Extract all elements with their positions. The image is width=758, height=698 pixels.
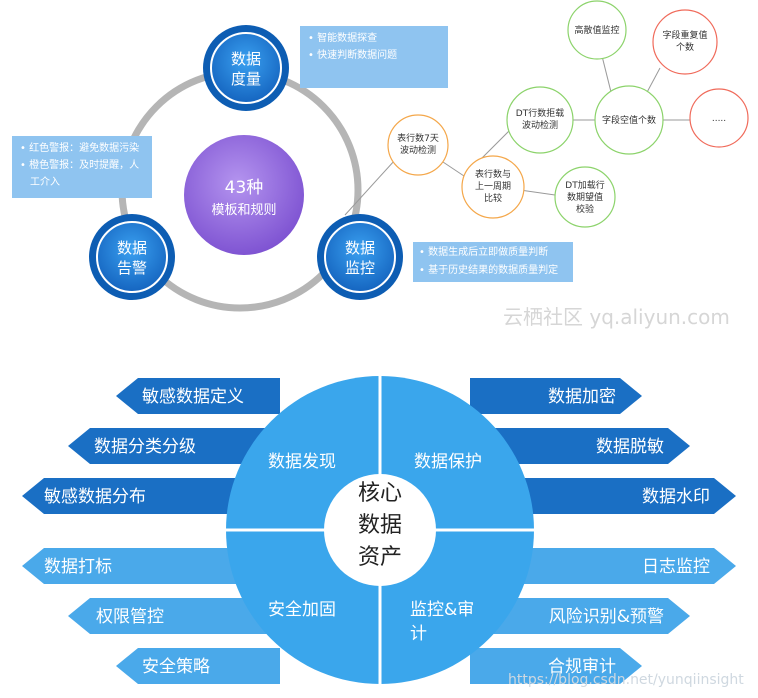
center-templates-circle bbox=[184, 135, 304, 255]
left-arrow-1 bbox=[116, 378, 280, 414]
check-dt-rows bbox=[506, 86, 574, 154]
node-monitor-line2: 监控 bbox=[345, 259, 375, 277]
check-more bbox=[689, 88, 749, 148]
node-measure-line1: 数据 bbox=[231, 50, 261, 68]
check-field-dup bbox=[652, 9, 718, 75]
check-high-dispersion bbox=[567, 0, 627, 60]
left-arrow-3 bbox=[22, 478, 280, 514]
quadrant-audit-l2: 计 bbox=[410, 624, 427, 644]
core-asset-circle bbox=[324, 474, 436, 586]
right-item-4: 日志监控 bbox=[642, 557, 710, 577]
check-field-dup-l1: 字段重复值 bbox=[662, 29, 707, 41]
left-item-6: 安全策略 bbox=[142, 657, 210, 677]
info-monitor-1: 数据生成后立即做质量判断 bbox=[428, 247, 549, 258]
node-measure bbox=[203, 25, 289, 111]
core-line1: 核心 bbox=[358, 481, 402, 506]
node-monitor bbox=[317, 214, 403, 300]
right-item-6: 合规审计 bbox=[548, 657, 616, 677]
quadrant-audit-l1: 监控&审 bbox=[410, 600, 474, 620]
asset-diagram: 核心 数据 资产 数据发现 数据保护 安全加固 监控&审 计 敏感数据定义 数据… bbox=[22, 376, 736, 684]
right-arrow-3 bbox=[470, 478, 736, 514]
quadrant-secure: 安全加固 bbox=[268, 600, 336, 620]
node-monitor-line1: 数据 bbox=[345, 239, 375, 257]
check-table-rows-week bbox=[461, 155, 525, 219]
info-measure-2: 快速判断数据问题 bbox=[317, 50, 398, 61]
right-item-2: 数据脱敏 bbox=[596, 437, 664, 457]
right-arrow-1 bbox=[470, 378, 642, 414]
right-arrow-6 bbox=[470, 648, 642, 684]
check-more-l1: ..... bbox=[712, 114, 726, 124]
node-alert-line2: 告警 bbox=[117, 259, 147, 277]
check-field-dup-l2: 个数 bbox=[676, 41, 694, 53]
node-alert-line1: 数据 bbox=[117, 239, 147, 257]
core-line2: 数据 bbox=[358, 513, 402, 538]
left-item-3: 敏感数据分布 bbox=[44, 487, 146, 507]
info-alert-2: 橙色警报：及时提醒，人 bbox=[29, 160, 140, 171]
right-item-5: 风险识别&预警 bbox=[549, 607, 664, 627]
left-arrow-5 bbox=[68, 598, 280, 634]
check-dt-load-l2: 数期望值 bbox=[567, 191, 603, 203]
check-table-rows-7d-l2: 波动检测 bbox=[400, 144, 436, 156]
left-arrow-6 bbox=[116, 648, 280, 684]
center-label: 模板和规则 bbox=[211, 203, 276, 218]
watermark-top: 云栖社区 yq.aliyun.com bbox=[503, 305, 730, 329]
center-count: 43种 bbox=[225, 178, 264, 198]
check-dt-rows-l2: 波动检测 bbox=[522, 119, 558, 131]
right-arrow-4 bbox=[470, 548, 736, 584]
left-item-2: 数据分类分级 bbox=[94, 437, 196, 457]
core-line3: 资产 bbox=[358, 545, 402, 570]
left-arrow-4 bbox=[22, 548, 280, 584]
right-arrow-5 bbox=[470, 598, 690, 634]
left-arrow-2 bbox=[68, 428, 280, 464]
check-table-rows-week-l1: 表行数与 bbox=[475, 168, 511, 180]
right-item-3: 数据水印 bbox=[642, 487, 710, 507]
node-alert bbox=[89, 214, 175, 300]
check-dt-load-l1: DT加载行 bbox=[565, 179, 604, 191]
check-field-null-l1: 字段空值个数 bbox=[602, 114, 656, 126]
check-table-rows-7d bbox=[387, 114, 449, 176]
info-box-measure: • 智能数据探查 • 快速判断数据问题 bbox=[300, 26, 448, 88]
check-dt-load-l3: 校验 bbox=[576, 203, 594, 215]
info-alert-3: 工介入 bbox=[30, 177, 60, 188]
quadrant-discover: 数据发现 bbox=[268, 452, 336, 472]
check-dt-load bbox=[554, 166, 616, 228]
left-item-5: 权限管控 bbox=[96, 607, 164, 627]
check-dt-rows-l1: DT行数拒载 bbox=[516, 107, 564, 119]
check-field-null bbox=[594, 85, 664, 155]
watermark-bottom: https://blog.csdn.net/yunqiinsight bbox=[508, 672, 744, 688]
left-arrows bbox=[22, 378, 280, 684]
right-item-1: 数据加密 bbox=[548, 387, 616, 407]
info-measure-1: 智能数据探查 bbox=[317, 33, 378, 44]
node-measure-line2: 度量 bbox=[231, 70, 261, 88]
left-item-4: 数据打标 bbox=[44, 557, 112, 577]
left-item-1: 敏感数据定义 bbox=[142, 387, 244, 407]
right-arrow-2 bbox=[470, 428, 690, 464]
check-table-rows-week-l2: 上一周期 bbox=[475, 181, 511, 192]
info-monitor-2: 基于历史结果的数据质量判定 bbox=[428, 265, 559, 276]
check-table-rows-7d-l1: 表行数7天 bbox=[397, 132, 439, 144]
quality-diagram: 数据 度量 数据 告警 数据 监控 43种 模板和规则 表行数7天 波动检测 表… bbox=[89, 0, 749, 312]
info-box-alert: • 红色警报：避免数据污染 • 橙色警报：及时提醒，人 工介入 bbox=[12, 136, 152, 198]
quadrant-protect: 数据保护 bbox=[414, 452, 482, 472]
check-table-rows-week-l3: 比较 bbox=[484, 192, 502, 204]
right-arrows bbox=[470, 378, 736, 684]
check-high-dispersion-l1: 高散值监控 bbox=[574, 24, 619, 36]
info-box-monitor: • 数据生成后立即做质量判断 • 基于历史结果的数据质量判定 bbox=[413, 242, 573, 282]
info-alert-1: 红色警报：避免数据污染 bbox=[29, 143, 140, 154]
